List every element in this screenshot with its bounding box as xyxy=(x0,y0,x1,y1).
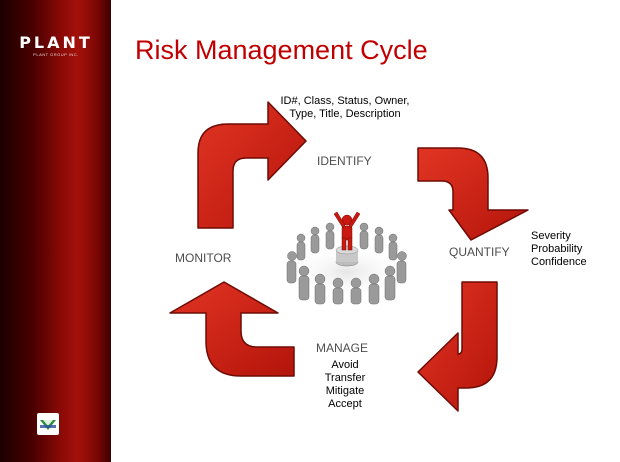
stage-monitor: MONITOR xyxy=(175,251,232,265)
logo-tagline: PLANT GROUP INC. xyxy=(33,52,79,57)
quantify-detail-severity: Severity xyxy=(531,230,571,242)
quantify-detail-confidence: Confidence xyxy=(531,256,587,268)
stage-identify: IDENTIFY xyxy=(317,154,372,168)
arrow-identify-to-quantify xyxy=(417,147,529,241)
quantify-detail-probability: Probability xyxy=(531,243,583,255)
stage-manage: MANAGE xyxy=(316,341,369,355)
logo-name: PLANT xyxy=(19,33,93,52)
sidebar: PLANT PLANT GROUP INC. xyxy=(0,0,111,462)
manage-detail-transfer: Transfer xyxy=(324,372,366,384)
manage-detail-accept: Accept xyxy=(328,398,362,410)
manage-detail-mitigate: Mitigate xyxy=(325,385,365,397)
plant-logo: PLANT PLANT GROUP INC. xyxy=(10,34,102,58)
quantify-details: Severity Probability Confidence xyxy=(531,230,587,269)
arrow-monitor-to-identify xyxy=(197,101,307,229)
company-emblem-icon xyxy=(37,413,59,435)
arrow-quantify-to-manage xyxy=(417,281,498,412)
identify-detail-line-2: Type, Title, Description xyxy=(289,108,401,120)
slide-title: Risk Management Cycle xyxy=(135,35,428,65)
identify-detail-line-1: ID#, Class, Status, Owner, xyxy=(280,95,410,107)
people-circle-graphic xyxy=(285,211,409,305)
manage-detail-avoid: Avoid xyxy=(331,359,359,371)
manage-details: Avoid Transfer Mitigate Accept xyxy=(300,359,390,411)
arrow-manage-to-monitor xyxy=(169,281,295,377)
stage-quantify: QUANTIFY xyxy=(449,245,510,259)
identify-details: ID#, Class, Status, Owner, Type, Title, … xyxy=(250,95,440,121)
